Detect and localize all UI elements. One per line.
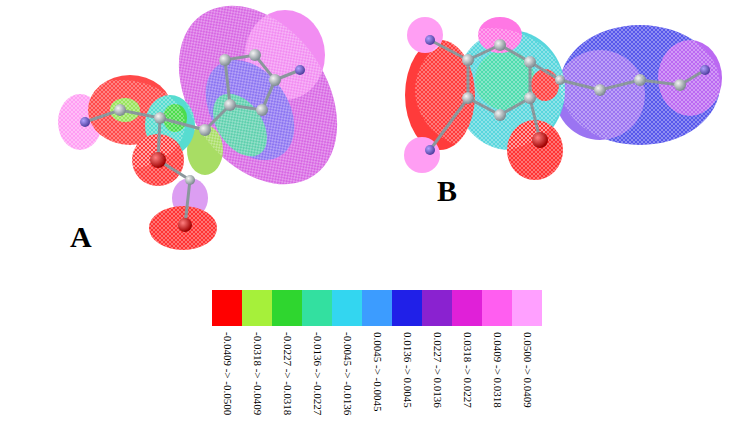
molecule-b-bonds <box>430 40 705 150</box>
scale-swatch <box>272 290 302 326</box>
scale-swatch <box>242 290 272 326</box>
molecule-b-atoms <box>425 35 710 155</box>
molecule-a-bonds <box>85 55 300 225</box>
scale-label: 0.0500 -> 0.0409 <box>520 332 533 408</box>
scale-label: -0.0227 -> -0.0318 <box>280 332 293 415</box>
scale-label: 0.0136 -> 0.0045 <box>400 332 413 408</box>
scale-swatch <box>332 290 362 326</box>
scale-swatch <box>362 290 392 326</box>
panel-label: A <box>70 222 92 252</box>
surface-b <box>404 17 722 180</box>
scale-swatch <box>512 290 542 326</box>
scale-swatch <box>482 290 512 326</box>
scale-label: -0.0409 -> -0.0500 <box>220 332 233 415</box>
scale-label: -0.0136 -> -0.0227 <box>310 332 323 415</box>
scale-swatch <box>422 290 452 326</box>
scale-label: 0.0227 -> 0.0136 <box>430 332 443 408</box>
scale-label: -0.0318 -> -0.0409 <box>250 332 263 415</box>
scale-label: 0.0045 -> -0.0045 <box>370 332 383 412</box>
scale-swatch <box>452 290 482 326</box>
scale-label: 0.0409 -> 0.0318 <box>490 332 503 408</box>
panel-label: B <box>437 176 457 206</box>
scale-label: 0.0318 -> 0.0227 <box>460 332 473 408</box>
molecule-a-atoms <box>80 49 305 232</box>
scale-swatch <box>302 290 332 326</box>
scale-swatch <box>392 290 422 326</box>
scale-swatch <box>212 290 242 326</box>
scale-label: -0.0045 -> -0.0136 <box>340 332 353 415</box>
